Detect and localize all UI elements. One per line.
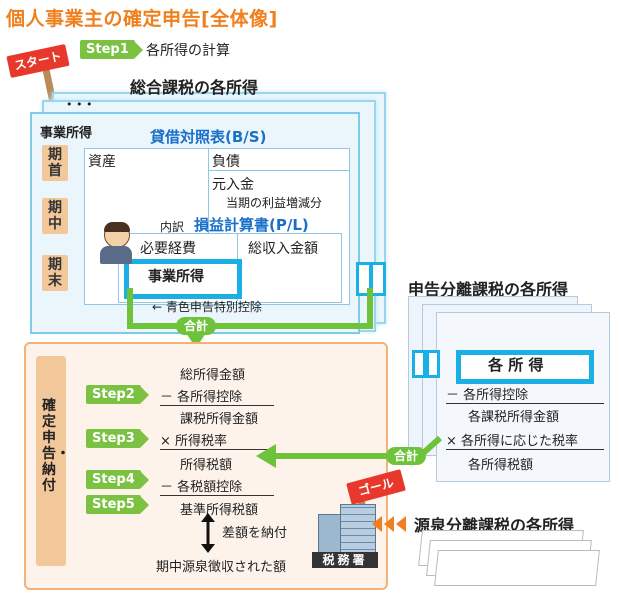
bunri-merge-arrowhead bbox=[256, 444, 276, 468]
pl-revenue: 総収入金額 bbox=[248, 241, 318, 257]
final-side-label-bar bbox=[36, 356, 66, 566]
final-income-tax: 所得税額 bbox=[180, 458, 233, 473]
payment-double-arrow bbox=[201, 513, 215, 553]
tax-office-label: 税務署 bbox=[312, 552, 378, 568]
bunri-link-marker-b bbox=[426, 350, 440, 378]
payment-arrow-head-up bbox=[201, 513, 215, 522]
bunri-box bbox=[456, 350, 594, 384]
bunri-line-deduction: － 各所得控除 bbox=[446, 384, 604, 404]
bunri-title: 申告分離課税の各所得 bbox=[408, 280, 569, 299]
link-marker-b bbox=[370, 262, 386, 296]
final-taxable-income: 課税所得金額 bbox=[180, 412, 259, 427]
gensen-arrows bbox=[372, 516, 406, 532]
final-pay-difference: 差額を納付 bbox=[222, 526, 288, 541]
pl-business-income-box bbox=[124, 259, 242, 299]
sogo-merge-line-left bbox=[127, 288, 196, 329]
step2-badge: Step2 bbox=[86, 385, 149, 404]
payment-arrow-head-down bbox=[201, 544, 215, 553]
bunri-paper-front bbox=[436, 312, 610, 482]
page-title: 個人事業主の確定申告[全体像] bbox=[6, 8, 278, 30]
bunri-line-rate: × 各所得に応じた税率 bbox=[446, 430, 604, 450]
blue-deduction-note: ← 青色申告特別控除 bbox=[152, 300, 262, 314]
gensen-arrow-2 bbox=[384, 516, 394, 532]
gensen-arrow-3 bbox=[396, 516, 406, 532]
business-income-tag: 事業所得 bbox=[40, 126, 93, 141]
bunri-link-marker-a bbox=[412, 350, 426, 378]
final-tax-rate: × 所得税率 bbox=[160, 430, 274, 450]
period-end: 期末 bbox=[42, 255, 68, 291]
step1-text: 各所得の計算 bbox=[146, 43, 230, 59]
sogo-merge-pill: 合計 bbox=[176, 317, 216, 335]
bunri-line-tax: 各所得税額 bbox=[468, 458, 534, 473]
bunri-line-taxable: 各課税所得金額 bbox=[468, 410, 560, 425]
final-total-income: 総所得金額 bbox=[180, 368, 246, 383]
pl-title: 損益計算書(P/L) bbox=[194, 216, 309, 234]
final-income-deduction: － 各所得控除 bbox=[160, 386, 274, 406]
gensen-arrow-1 bbox=[372, 516, 382, 532]
person-body bbox=[100, 246, 132, 264]
bunri-merge-pill: 合計 bbox=[386, 447, 426, 465]
bs-capital: 元入金 bbox=[212, 177, 254, 193]
sogo-title: 総合課税の各所得 bbox=[130, 78, 259, 97]
person-hair bbox=[104, 222, 130, 232]
step3-badge: Step3 bbox=[86, 429, 149, 448]
pl-business-income: 事業所得 bbox=[148, 269, 204, 285]
step4-badge: Step4 bbox=[86, 470, 149, 489]
bs-liabilities: 負債 bbox=[212, 154, 240, 170]
final-tax-credit: － 各税額控除 bbox=[160, 476, 274, 496]
bs-profit-increase: 当期の利益増減分 bbox=[226, 196, 323, 210]
pl-expenses: 必要経費 bbox=[140, 241, 196, 257]
final-side-label: 確定申告・納付 bbox=[42, 398, 70, 494]
step5-badge: Step5 bbox=[86, 495, 149, 514]
period-start: 期首 bbox=[42, 145, 68, 181]
final-base-tax: 基準所得税額 bbox=[180, 503, 259, 518]
pl-prefix: 内訳 bbox=[160, 220, 185, 234]
sogo-merge-line-right bbox=[196, 288, 373, 329]
bs-assets: 資産 bbox=[88, 154, 116, 170]
bs-title: 貸借対照表(B/S) bbox=[150, 128, 267, 146]
bunri-box-label: 各 所 得 bbox=[488, 356, 544, 374]
final-withheld: 期中源泉徴収された額 bbox=[156, 560, 287, 575]
gensen-paper-3 bbox=[434, 550, 600, 586]
goal-sign-board: ゴール bbox=[346, 469, 406, 505]
step1-badge: Step1 bbox=[80, 40, 143, 59]
start-sign-board: スタート bbox=[6, 44, 70, 78]
period-mid: 期中 bbox=[42, 198, 68, 234]
window-dots: • • • bbox=[66, 98, 93, 111]
person-icon bbox=[100, 222, 132, 266]
